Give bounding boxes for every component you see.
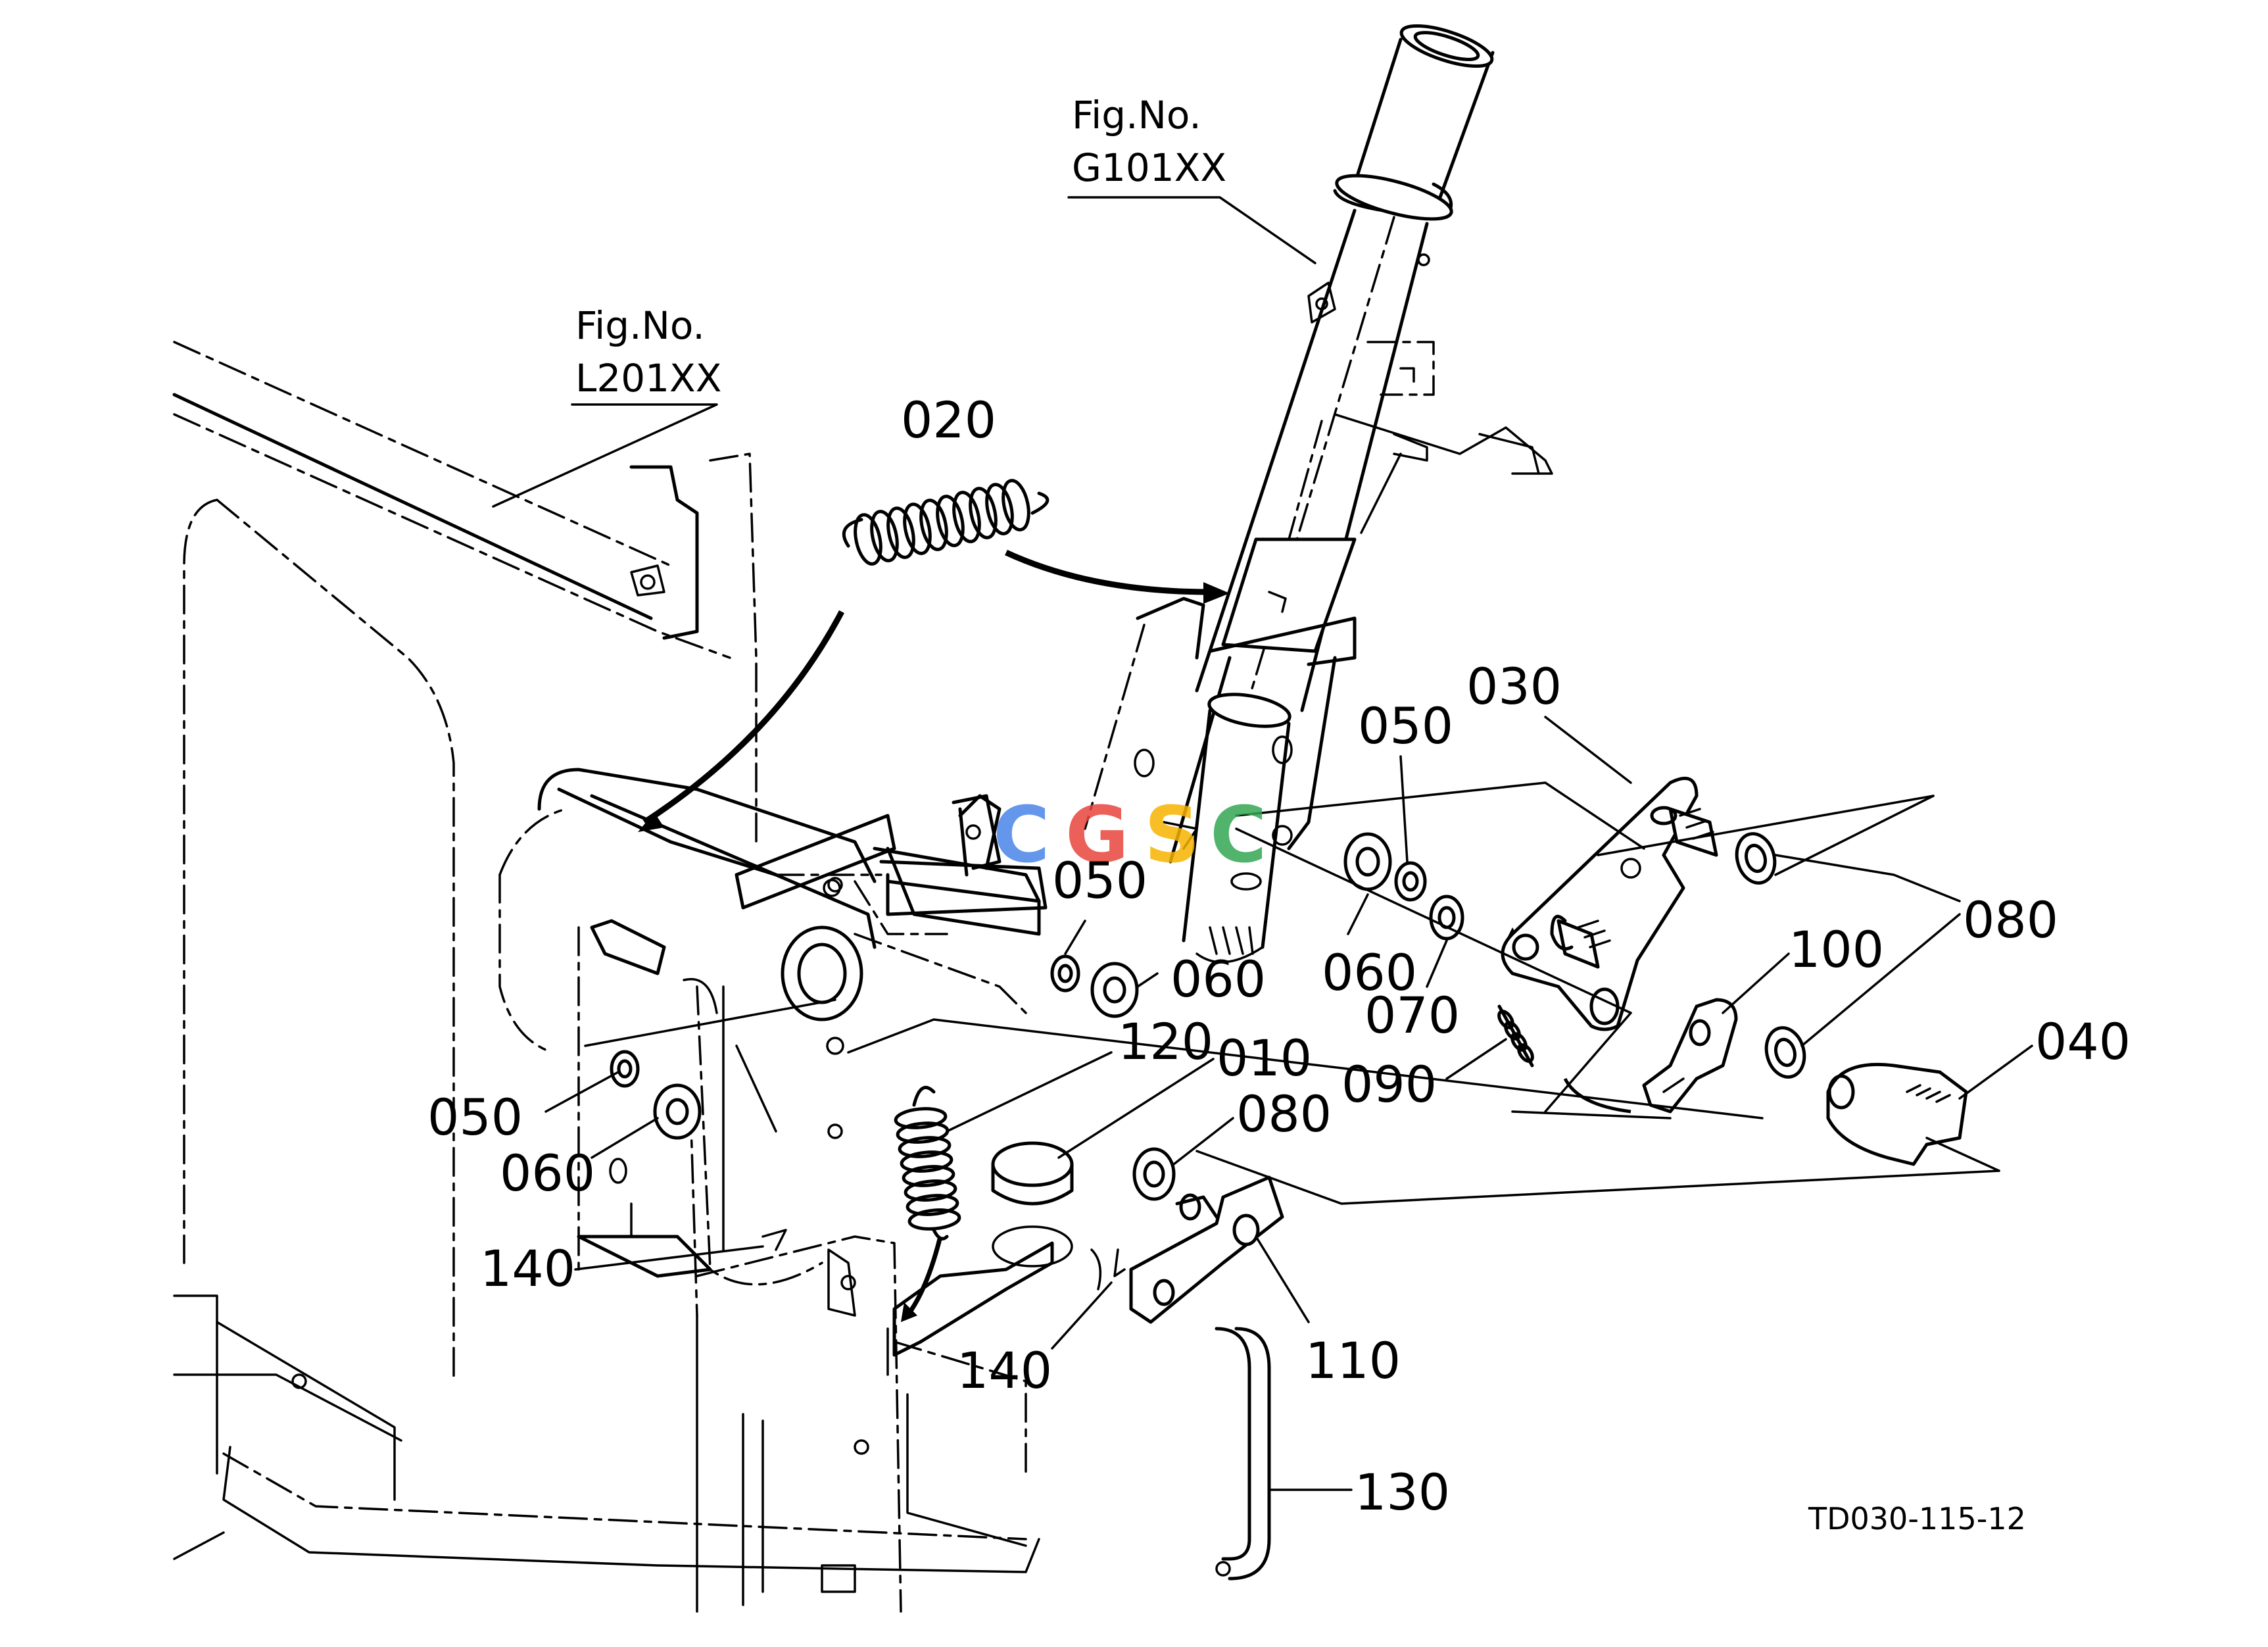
drawing-code: TD030-115-12 [1808, 1501, 2026, 1536]
watermark-letter-s: S [1144, 789, 1200, 880]
cap-010 [991, 1141, 1074, 1267]
callout-labels: 020 030 050 050 060 060 070 080 100 020 … [427, 391, 2131, 1521]
callout-110: 110 [1305, 1331, 1401, 1390]
watermark: C G S C [993, 789, 1267, 880]
fig-ref-g101-line1: Fig.No. [1072, 93, 1201, 137]
callout-040-label: 040 [2035, 1012, 2131, 1071]
plate-030 [1501, 776, 1718, 1031]
callout-030: 030 [1466, 657, 1562, 716]
callout-010: 010 [1217, 1029, 1312, 1087]
callout-050-right: 050 [1358, 697, 1453, 755]
callout-050-center: 050 [1052, 851, 1147, 910]
callout-080-bottom: 080 [1236, 1085, 1332, 1143]
pins-140 [761, 1229, 1126, 1277]
callout-080-right: 080 [1963, 891, 2058, 949]
callout-140-left: 140 [480, 1239, 575, 1298]
rod-130 [1215, 1327, 1271, 1581]
link-plate [775, 794, 1048, 916]
bracket-100 [1642, 998, 1738, 1114]
fig-ref-l201-line1: Fig.No. [575, 303, 705, 348]
spring-020 [842, 479, 1050, 566]
fasteners [610, 832, 1464, 1201]
fig-ref-l201-line2: L201XX [575, 356, 721, 401]
plate-110 [1090, 1175, 1284, 1324]
watermark-letter-c2: C [1210, 789, 1267, 880]
callout-050-left: 050 [427, 1088, 523, 1146]
callout-070: 070 [1364, 986, 1460, 1045]
callout-060-right: 060 [1322, 943, 1417, 1002]
callout-060-center: 060 [1170, 950, 1266, 1008]
washers-080 [1735, 832, 1806, 1079]
steering-column [1084, 24, 1553, 964]
cam-040 [1826, 1062, 1968, 1166]
assembly-lines [584, 781, 2000, 1205]
callout-130: 130 [1355, 1463, 1450, 1521]
callout-120: 120 [1118, 1012, 1213, 1071]
callout-100: 100 [1789, 920, 1884, 979]
watermark-letter-c1: C [993, 789, 1050, 880]
hook-assembly [886, 1241, 1054, 1376]
callout-020: 020 [901, 391, 996, 449]
figure-references: Fig.No. G101XX Fig.No. L201XX [575, 93, 1226, 401]
spring-090 [1497, 1004, 1534, 1068]
spring-120 [894, 1085, 961, 1241]
watermark-letter-g: G [1065, 789, 1129, 880]
leader-lines [492, 196, 2033, 1491]
frame-housing [172, 341, 1041, 1613]
callout-140-center: 140 [957, 1341, 1052, 1400]
fig-ref-g101-line2: G101XX [1072, 145, 1226, 190]
callout-090: 090 [1341, 1055, 1437, 1114]
callout-060-left: 060 [500, 1144, 595, 1202]
